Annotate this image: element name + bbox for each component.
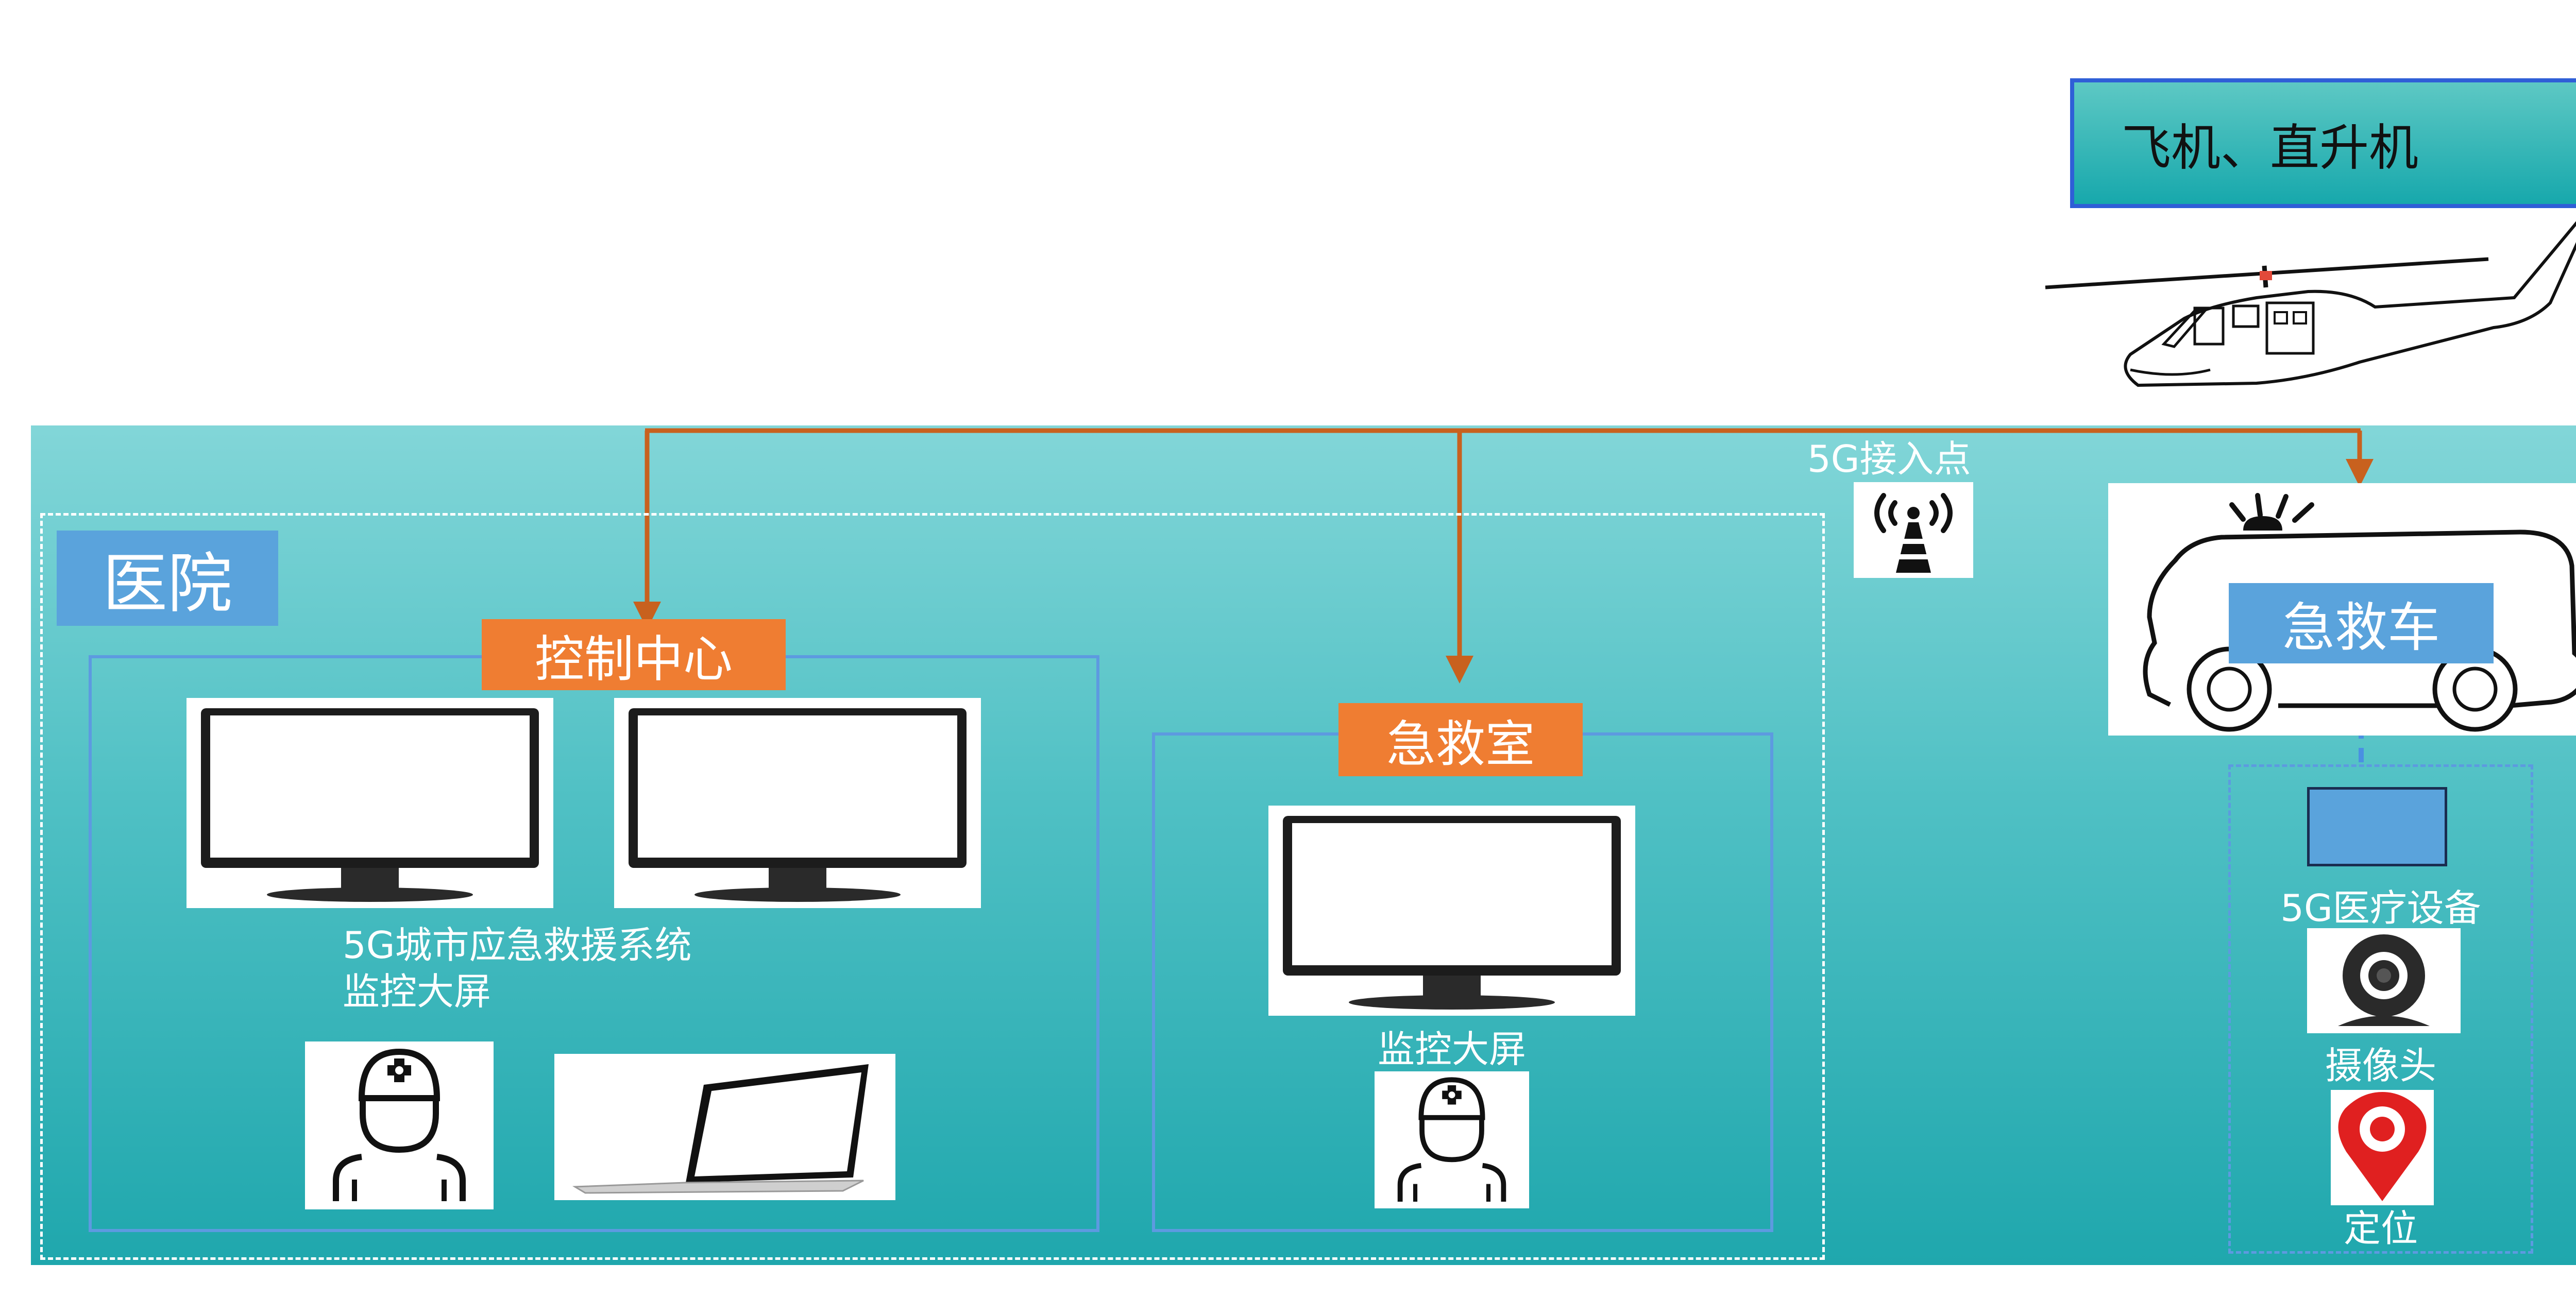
location-label: 定位 <box>2343 1207 2418 1250</box>
access-point-label: 5G接入点 <box>1807 437 1971 481</box>
camera-label: 摄像头 <box>2325 1044 2436 1087</box>
emergency-monitor <box>1268 806 1635 1016</box>
aircraft-label: 飞机、直升机 <box>2122 118 2418 177</box>
hospital-label: 医院 <box>57 531 278 626</box>
camera-icon <box>2307 928 2461 1033</box>
control-center-label: 控制中心 <box>482 619 786 690</box>
control-monitor-2 <box>614 698 981 908</box>
aircraft-label-box: 飞机、直升机 <box>2070 78 2576 208</box>
medical-device-label: 5G医疗设备 <box>2280 886 2481 930</box>
antenna-tower-icon <box>1854 482 1973 578</box>
control-screen-caption: 5G城市应急救援系统 监控大屏 <box>343 924 692 1013</box>
emergency-staff-icon <box>1375 1071 1529 1208</box>
emergency-room-label: 急救室 <box>1338 703 1583 776</box>
control-monitor-1 <box>187 698 553 908</box>
ambulance-label: 急救车 <box>2229 583 2494 663</box>
hospital-region <box>40 513 1825 1260</box>
medical-device-icon <box>2307 787 2447 866</box>
control-staff-icon <box>305 1041 494 1209</box>
location-pin-icon <box>2331 1090 2434 1205</box>
emergency-screen-caption: 监控大屏 <box>1377 1028 1526 1071</box>
ambulance-devices-region <box>2228 764 2533 1254</box>
helicopter-icon <box>2040 215 2576 416</box>
laptop-icon <box>554 1054 895 1200</box>
